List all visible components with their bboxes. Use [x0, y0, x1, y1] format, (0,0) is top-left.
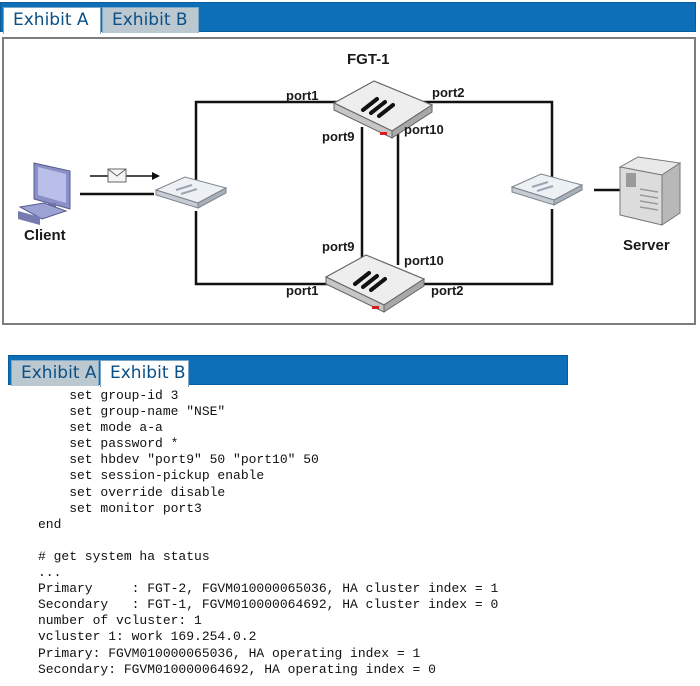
server-tower-icon	[618, 156, 682, 226]
fgt1-port10-label: port10	[404, 122, 444, 137]
client-computer-icon	[18, 162, 71, 225]
fgt1-port1-label: port1	[286, 88, 319, 103]
code-line: # get system ha status	[38, 548, 210, 564]
fgt2-port10-label: port10	[404, 253, 444, 268]
server-label: Server	[623, 237, 670, 254]
right-switch-icon	[510, 173, 584, 206]
code-line: set password *	[38, 436, 179, 452]
code-line: Secondary: FGVM010000064692, HA operatin…	[38, 661, 436, 677]
fgt2-port1-label: port1	[286, 283, 319, 298]
tab-exhibit-b[interactable]: Exhibit B	[100, 360, 189, 387]
code-line: number of vcluster: 1	[38, 613, 202, 629]
code-line: vcluster 1: work 169.254.0.2	[38, 629, 257, 645]
code-line: end	[38, 516, 62, 532]
fgt1-device-icon	[332, 80, 434, 139]
network-diagram: FGT-1 port1 port2 port9 port10 port9 por…	[18, 51, 682, 313]
link-fgt1-port2-to-switch	[422, 100, 554, 191]
ha-config-output: set group-id 3 set group-name "NSE" set …	[38, 388, 498, 678]
fgt2-port2-label: port2	[431, 283, 464, 298]
exhibit-b-tabbar: Exhibit A Exhibit B	[8, 355, 568, 387]
fgt2-device-icon	[324, 254, 426, 313]
code-line: ...	[38, 565, 62, 581]
code-line: set mode a-a	[38, 420, 163, 436]
code-line: set monitor port3	[38, 500, 202, 516]
fgt1-title: FGT-1	[347, 51, 390, 68]
fgt2-port9-label: port9	[322, 239, 355, 254]
exhibit-a-tabbar: Exhibit A Exhibit B	[0, 2, 696, 34]
left-switch-icon	[154, 176, 228, 209]
fgt1-port9-label: port9	[322, 129, 355, 144]
code-line: Primary: FGVM010000065036, HA operating …	[38, 645, 421, 661]
link-switch-to-fgt2-port1	[194, 211, 344, 286]
code-line: Primary : FGT-2, FGVM010000065036, HA cl…	[38, 581, 499, 597]
link-fgt2-port2-to-switch	[424, 209, 554, 286]
fgt1-port2-label: port2	[432, 85, 465, 100]
client-label: Client	[24, 227, 66, 244]
code-line: set group-name "NSE"	[38, 404, 226, 420]
code-line: set hbdev "port9" 50 "port10" 50	[38, 452, 319, 468]
link-switch-to-fgt1-port1	[194, 100, 342, 193]
packet-envelope-icon	[90, 168, 160, 183]
code-line: Secondary : FGT-1, FGVM010000064692, HA …	[38, 597, 499, 613]
network-diagram-panel: FGT-1 port1 port2 port9 port10 port9 por…	[2, 37, 696, 325]
code-line: set override disable	[38, 484, 226, 500]
code-line: set session-pickup enable	[38, 468, 265, 484]
tab-exhibit-b[interactable]: Exhibit B	[102, 7, 199, 33]
tab-exhibit-a[interactable]: Exhibit A	[11, 360, 99, 386]
tab-exhibit-a[interactable]: Exhibit A	[3, 7, 101, 34]
code-line: set group-id 3	[38, 388, 179, 403]
network-links	[80, 100, 622, 286]
